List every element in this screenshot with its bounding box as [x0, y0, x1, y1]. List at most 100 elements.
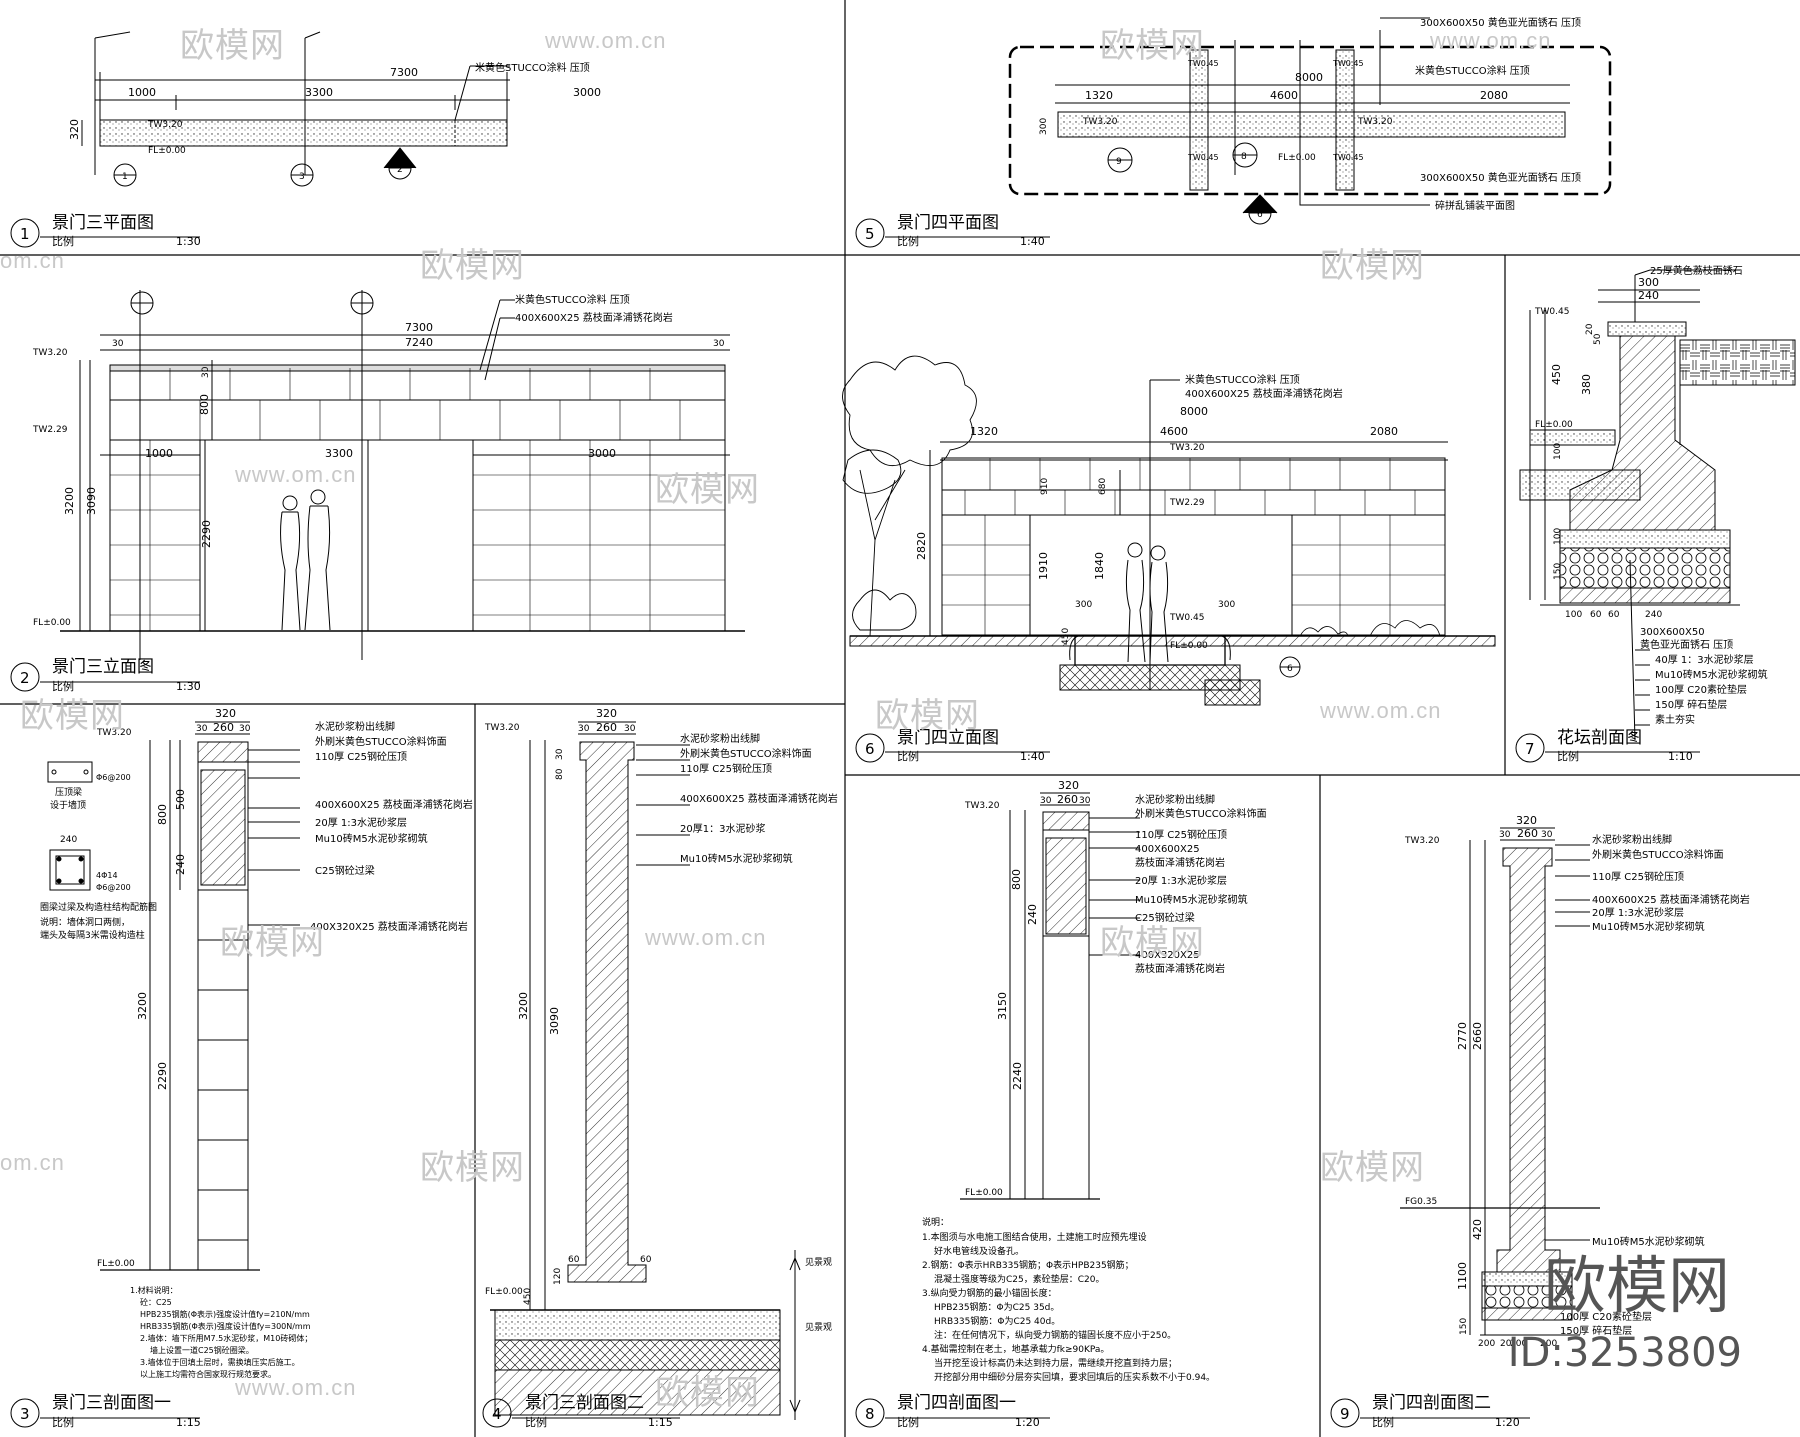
p7-dim-50: 50 — [1593, 333, 1603, 345]
p4-dim-260: 260 — [596, 721, 617, 734]
p3-left-1: 压顶梁 — [55, 786, 82, 798]
p1-marker-1: 1 — [122, 172, 128, 182]
brand-logo: 欧模网 — [1543, 1249, 1730, 1322]
p4-dim-3090: 3090 — [548, 1007, 561, 1035]
p5-marker-6: 6 — [1257, 210, 1263, 220]
p7-dim-300: 300 — [1638, 276, 1659, 289]
p3-left-7: 圈梁过梁及构造柱结构配筋图 — [40, 901, 157, 913]
p2-note-2: 400X600X25 荔枝面泽浦锈花岗岩 — [515, 311, 673, 324]
p2-dim-3200: 3200 — [63, 487, 76, 515]
p9-level-fg: FG0.35 — [1405, 1197, 1437, 1207]
p9-note-1: 水泥砂浆粉出线脚 — [1592, 833, 1672, 846]
panel-5-scale-label: 比例 — [897, 234, 919, 248]
p2-dim-3000: 3000 — [588, 447, 616, 460]
p8-note-5: 荔枝面泽浦锈花岗岩 — [1135, 856, 1225, 869]
p8-desc-7: HRB335钢筋：Φ为C25 40d。 — [934, 1315, 1060, 1327]
title-circles — [10, 218, 1700, 1428]
p7-dim-60b: 60 — [1608, 610, 1620, 620]
p5-level-5: TW0.45 — [1187, 153, 1219, 162]
p9-dim-2770: 2770 — [1456, 1022, 1469, 1050]
panel-5-title: 景门四平面图 — [897, 213, 999, 233]
asset-id: ID:3253809 — [1507, 1330, 1742, 1376]
p3-note-3: 110厚 C25钢砼压顶 — [315, 750, 407, 763]
p3-left-4: 4Φ14 — [96, 871, 118, 880]
p9-note-7: Mu10砖M5水泥砂浆砌筑 — [1592, 1235, 1705, 1248]
panel-8-scale-label: 比例 — [897, 1415, 919, 1429]
panel-8-title: 景门四剖面图一 — [897, 1393, 1016, 1413]
p4-level-fl: FL±0.00 — [485, 1287, 523, 1297]
p3-foot-1: 1.材料说明： — [130, 1285, 178, 1295]
p9-note-6: Mu10砖M5水泥砂浆砌筑 — [1592, 920, 1705, 933]
panel-4-number: 4 — [492, 1405, 502, 1423]
p6-dim-680: 680 — [1098, 478, 1108, 495]
p1-level-tw: TW3.20 — [147, 120, 183, 130]
p9-dim-420: 420 — [1471, 1219, 1484, 1240]
p3-level-fl: FL±0.00 — [97, 1259, 135, 1269]
p4-note-1: 水泥砂浆粉出线脚 — [680, 732, 760, 745]
p6-level-tw229: TW2.29 — [1169, 498, 1205, 508]
panel-4-scale-label: 比例 — [525, 1415, 547, 1429]
p4-note-5: 20厚1：3水泥砂浆 — [680, 822, 765, 835]
p6-dim-1910: 1910 — [1037, 552, 1050, 580]
p1-dim-a: 1000 — [128, 86, 156, 99]
p3-note-1: 水泥砂浆粉出线脚 — [315, 720, 395, 733]
p3-dim-30a: 30 — [196, 724, 208, 734]
p9-level-tw: TW3.20 — [1404, 836, 1440, 846]
p3-dim-800: 800 — [156, 804, 169, 825]
panel-9-section — [1400, 827, 1600, 1336]
p8-dim-320: 320 — [1058, 779, 1079, 792]
p7-dim-100b: 100 — [1553, 528, 1563, 545]
p9-note-4: 400X600X25 荔枝面泽浦锈花岗岩 — [1592, 893, 1750, 906]
p4-dim-30b: 30 — [624, 724, 636, 734]
p3-note-7: C25钢砼过梁 — [315, 864, 375, 877]
p8-desc-11: 开挖部分用中细砂分层夯实回填，要求回填后的压实系数不小于0.94。 — [934, 1371, 1215, 1383]
p3-left-5: Φ6@200 — [96, 883, 131, 892]
p4-side-2: 见景观 — [805, 1322, 832, 1333]
p5-dim-4600: 4600 — [1270, 89, 1298, 102]
p4-note-4: 400X600X25 荔枝面泽浦锈花岗岩 — [680, 792, 838, 805]
p8-level-tw: TW3.20 — [964, 801, 1000, 811]
p8-desc-2: 好水电管线及设备孔。 — [934, 1245, 1024, 1257]
p4-dim-80: 80 — [555, 768, 565, 780]
panel-6-elevation — [849, 379, 1496, 706]
p7-note-5: Mu10砖M5水泥砂浆砌筑 — [1655, 668, 1768, 681]
p5-note-1: 300X600X50 黄色亚光面锈石 压顶 — [1420, 16, 1581, 29]
panel-2-markers — [130, 291, 374, 315]
p1-dim-total: 7300 — [390, 66, 418, 79]
panel-3-title: 景门三剖面图一 — [52, 1393, 171, 1413]
p5-level-4: TW0.45 — [1332, 59, 1364, 68]
p6-level-tw045: TW0.45 — [1169, 613, 1204, 623]
panel-5-scale: 1:40 — [1020, 235, 1045, 248]
panel-1-scale: 1:30 — [176, 235, 201, 248]
panel-7-title: 花坛剖面图 — [1557, 728, 1642, 748]
p5-dim-8000: 8000 — [1295, 71, 1323, 84]
p7-note-7: 150厚 碎石垫层 — [1655, 698, 1727, 711]
p5-dim-300: 300 — [1039, 118, 1049, 135]
p5-note-4: 碎拼乱铺装平面图 — [1435, 199, 1515, 212]
p3-foot-6: 墙上设置一道C25钢砼圈梁。 — [150, 1345, 254, 1355]
p7-note-2: 300X600X50 — [1640, 627, 1705, 638]
p4-note-3: 110厚 C25钢砼压顶 — [680, 762, 772, 775]
people-figures-6 — [1125, 542, 1169, 663]
p8-note-9: 400X320X25 — [1135, 950, 1200, 961]
p5-marker-9: 9 — [1116, 157, 1122, 167]
panel-7-section — [1519, 269, 1796, 741]
p4-note-6: Mu10砖M5水泥砂浆砌筑 — [680, 852, 793, 865]
p2-dim-7240: 7240 — [405, 336, 433, 349]
p8-desc-5: 3.纵向受力钢筋的最小锚固长度： — [922, 1287, 1057, 1299]
p8-note-2: 外刷米黄色STUCCO涂料饰面 — [1135, 807, 1267, 820]
p5-level-2: TW3.20 — [1357, 117, 1393, 127]
p7-note-3: 黄色亚光面锈石 压顶 — [1640, 638, 1733, 651]
p5-dim-2080: 2080 — [1480, 89, 1508, 102]
p1-dim-d: 320 — [68, 119, 81, 140]
p3-left-3: 240 — [60, 835, 77, 845]
p3-foot-2: 砼：C25 — [140, 1297, 172, 1307]
p2-dim-800: 800 — [198, 394, 211, 415]
p4-dim-30a: 30 — [578, 724, 590, 734]
p6-level-fl: FL±0.00 — [1170, 641, 1208, 651]
p1-dim-b: 3300 — [305, 86, 333, 99]
p8-desc-0: 说明： — [922, 1216, 949, 1228]
p3-dim-260: 260 — [213, 721, 234, 734]
